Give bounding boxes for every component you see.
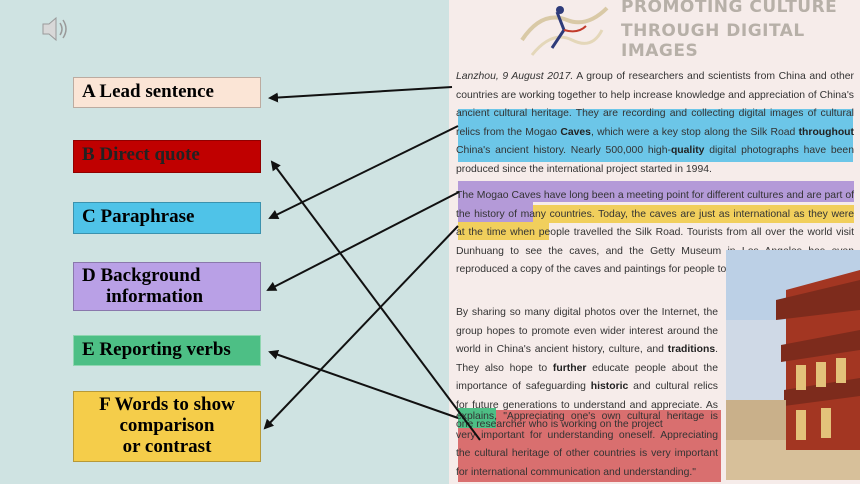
p1-text-4: digital photographs have been produced s… — [456, 145, 854, 175]
label-direct-quote: B Direct quote — [73, 140, 261, 173]
article-title-line1: PROMOTING CULTURE — [621, 0, 838, 17]
highlight-comparison-1 — [533, 205, 854, 223]
label-d-line1: D Background — [82, 265, 201, 286]
article-dateline: Lanzhou, 9 August 2017. — [456, 71, 574, 82]
label-f-line1: F Words to show — [99, 394, 235, 415]
speaker-icon[interactable] — [38, 12, 72, 46]
p1-text-3: China's ancient history. Nearly 500,000 … — [456, 145, 671, 157]
p3-keyword-historic: historic — [590, 381, 629, 393]
p3-text-3: educate people about the importance of s… — [456, 362, 718, 393]
label-f-line2: comparison — [119, 415, 215, 436]
p3-text: By sharing so many digital photos over t… — [456, 307, 718, 356]
p3-keyword-further: further — [552, 362, 587, 374]
p3-keyword-traditions: traditions — [667, 344, 716, 356]
p1-keyword-caves: Caves — [560, 126, 591, 138]
label-reporting-verbs: E Reporting verbs — [73, 335, 261, 366]
article-paragraph-1: Lanzhou, 9 August 2017. A group of resea… — [456, 68, 854, 180]
label-paraphrase: C Paraphrase — [73, 202, 261, 234]
p3-text-2: . They also hope to — [456, 344, 718, 374]
label-lead-sentence: A Lead sentence — [73, 77, 261, 108]
label-f-line3: or contrast — [122, 436, 212, 457]
p1-text-2: , which were a key stop along the Silk R… — [590, 126, 799, 138]
article-paragraph-2: The Mogao Caves have long been a meeting… — [456, 190, 854, 276]
article-paragraph-3: By sharing so many digital photos over t… — [456, 304, 718, 434]
highlight-direct-quote — [458, 410, 721, 482]
p3-text-4: and cultural relics for future generatio… — [456, 381, 718, 430]
article-title-line2: THROUGH DIGITAL IMAGES — [621, 21, 805, 61]
apsara-logo-icon — [520, 6, 609, 56]
p1-text: A group of researchers and scientists fr… — [456, 71, 854, 138]
label-background-information: D Background information — [73, 262, 261, 311]
mogao-caves-photo — [726, 250, 860, 480]
label-comparison-contrast: F Words to show comparison or contrast — [73, 391, 261, 462]
p1-keyword-quality: quality — [670, 145, 705, 157]
article-paragraph-4: explains, "Appreciating one's own cultur… — [456, 411, 718, 478]
highlight-paraphrase — [458, 109, 853, 162]
label-d-line2: information — [106, 286, 204, 307]
p1-keyword-throughout: throughout — [798, 126, 854, 138]
highlight-background-1 — [458, 181, 854, 202]
